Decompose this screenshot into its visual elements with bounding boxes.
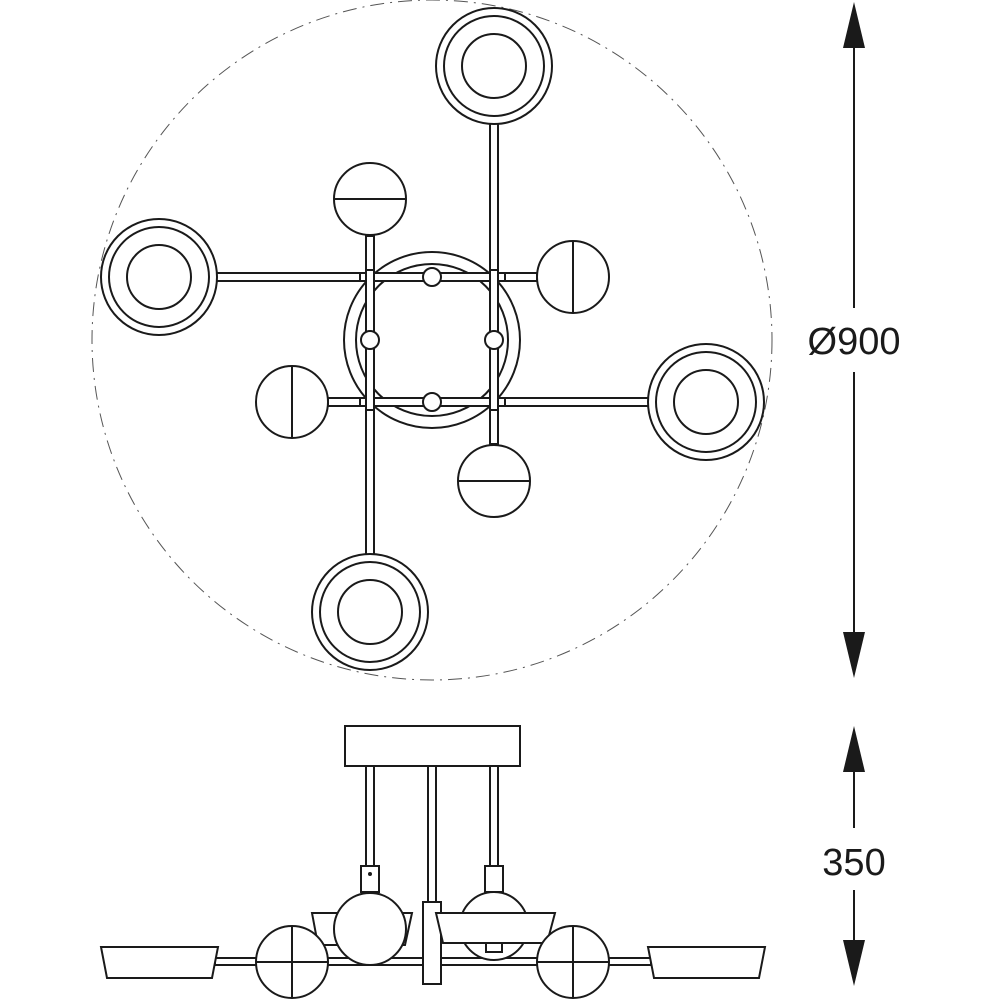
- diameter-arrow-up: [843, 2, 865, 48]
- side-sleeve-screw: [368, 872, 372, 876]
- ring-lamp-left: [100, 218, 218, 336]
- height-label: 350: [822, 842, 885, 884]
- side-center-connector: [422, 901, 442, 985]
- globe-lamp-left: [255, 365, 329, 439]
- height-arrow-up: [843, 726, 865, 772]
- joint-top: [422, 267, 442, 287]
- side-rod-center: [427, 765, 437, 903]
- ring-lamp-top: [435, 7, 553, 125]
- joint-bottom: [422, 392, 442, 412]
- side-rod-right: [489, 765, 499, 867]
- side-globe-front: [333, 892, 407, 966]
- side-shade-left: [99, 946, 220, 979]
- canopy-inner-ring: [355, 263, 509, 417]
- side-shade-stem: [485, 942, 503, 953]
- joint-left: [360, 330, 380, 350]
- joint-right: [484, 330, 504, 350]
- side-globe-lower-right: [536, 925, 610, 999]
- side-shade-right: [646, 946, 767, 979]
- globe-lamp-right: [536, 240, 610, 314]
- diameter-label: Ø900: [808, 321, 901, 363]
- side-globe-lower-left: [255, 925, 329, 999]
- side-canopy: [344, 725, 521, 767]
- top-view: [91, 0, 773, 681]
- central-canopy: [343, 251, 521, 429]
- diameter-arrow-down: [843, 632, 865, 678]
- globe-lamp-upper-left: [333, 162, 407, 236]
- side-shade-center-right: [434, 912, 557, 944]
- overall-diameter-circle: [91, 0, 773, 681]
- arms: [214, 121, 651, 559]
- globe-lamp-lower-right: [457, 444, 531, 518]
- side-view: [99, 725, 767, 999]
- height-arrow-down: [843, 940, 865, 986]
- diameter-dimension: Ø900: [808, 2, 901, 678]
- ring-lamp-right: [647, 343, 765, 461]
- ring-lamp-bottom: [311, 553, 429, 671]
- height-dimension: 350: [822, 726, 886, 986]
- canopy-outer-ring: [343, 251, 521, 429]
- side-sleeve-left: [360, 865, 380, 893]
- side-rod-left: [365, 765, 375, 867]
- side-sleeve-right: [484, 865, 504, 893]
